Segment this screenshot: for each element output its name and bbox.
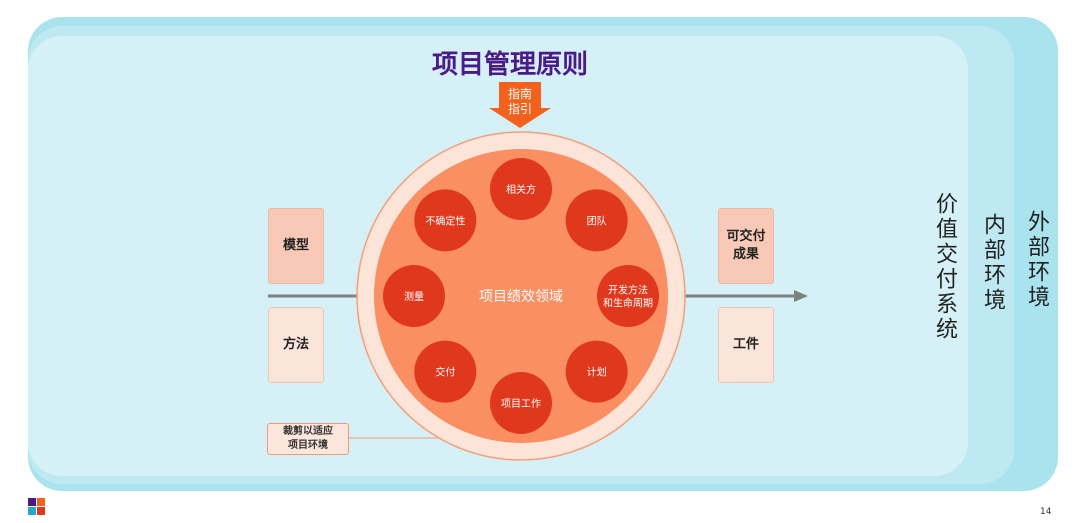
domain-label-7: 不确定性	[425, 214, 465, 227]
artifact-box: 工件	[718, 307, 774, 383]
guide-label-line1: 指南	[507, 87, 532, 101]
domain-label-3: 计划	[587, 366, 607, 379]
domain-node-0	[490, 158, 552, 220]
pmi-logo-icon	[28, 498, 45, 515]
domain-label-4: 项目工作	[501, 398, 541, 410]
domain-node-4	[490, 372, 552, 434]
guide-label-line2: 指引	[507, 102, 532, 116]
deliverable-box: 可交付 成果	[718, 208, 774, 284]
tailoring-box: 裁剪以适应 项目环境	[267, 423, 349, 455]
tailoring-label-line1: 裁剪以适应	[283, 426, 333, 437]
guide-label: 指南 指引	[489, 87, 551, 117]
external-environment-label: 外部环境	[1024, 210, 1049, 310]
deliverable-label-line1: 可交付	[726, 229, 766, 244]
output-arrow-head	[794, 290, 808, 302]
tailoring-label-line2: 项目环境	[288, 440, 328, 451]
guide-arrow-icon	[489, 82, 551, 128]
center-label: 项目绩效领域	[479, 289, 563, 305]
domain-label-5: 交付	[435, 366, 455, 379]
model-box: 模型	[268, 208, 324, 284]
page-title: 项目管理原则	[431, 50, 588, 80]
domain-label-0: 相关方	[506, 183, 536, 196]
domain-label-2: 开发方法和生命周期	[603, 284, 653, 310]
internal-environment-label: 内部环境	[980, 213, 1005, 313]
page-number: 14	[1040, 507, 1052, 517]
domain-node-6	[383, 265, 445, 327]
domain-label-6: 测量	[404, 290, 424, 303]
domain-node-2	[597, 265, 659, 327]
domain-label-1: 团队	[587, 214, 607, 227]
domain-node-3	[565, 340, 628, 403]
value-delivery-system-label: 价值交付系统	[932, 192, 957, 342]
deliverable-label-line2: 成果	[732, 247, 759, 262]
method-box: 方法	[268, 307, 324, 383]
domain-node-7	[414, 189, 477, 252]
domain-node-1	[565, 189, 628, 252]
domain-node-5	[414, 340, 477, 403]
